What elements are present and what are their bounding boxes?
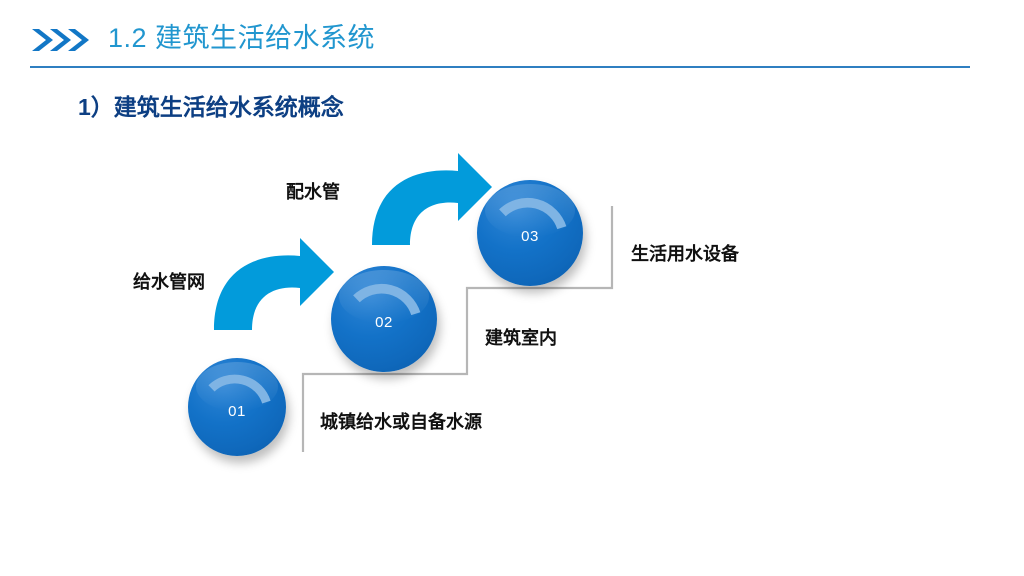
arrow-02-to-03 xyxy=(372,153,492,245)
stage-label-water-equipment: 生活用水设备 xyxy=(631,244,739,264)
arrow-01-to-02 xyxy=(214,238,334,330)
progress-arc-icon xyxy=(208,374,271,404)
progress-arc-icon xyxy=(353,283,421,316)
triple-chevron-right-icon xyxy=(30,26,100,54)
node-number: 01 xyxy=(228,403,246,420)
slide-header: 1.2 建筑生活给水系统 xyxy=(0,18,1024,64)
arrow-label-supply-network: 给水管网 xyxy=(133,272,205,292)
stage-label-building-interior: 建筑室内 xyxy=(485,328,557,348)
arrow-label-distribution-pipe: 配水管 xyxy=(286,182,340,202)
node-number: 02 xyxy=(375,314,393,331)
header-divider xyxy=(30,66,970,68)
page-title: 1.2 建筑生活给水系统 xyxy=(108,23,376,53)
process-node-01[interactable]: 01 xyxy=(188,358,286,456)
progress-arc-icon xyxy=(499,197,567,230)
process-node-03[interactable]: 03 xyxy=(477,180,583,286)
section-subtitle: 1）建筑生活给水系统概念 xyxy=(78,94,344,120)
stage-label-municipal-source: 城镇给水或自备水源 xyxy=(320,412,482,432)
node-number: 03 xyxy=(521,228,539,245)
process-node-02[interactable]: 02 xyxy=(331,266,437,372)
